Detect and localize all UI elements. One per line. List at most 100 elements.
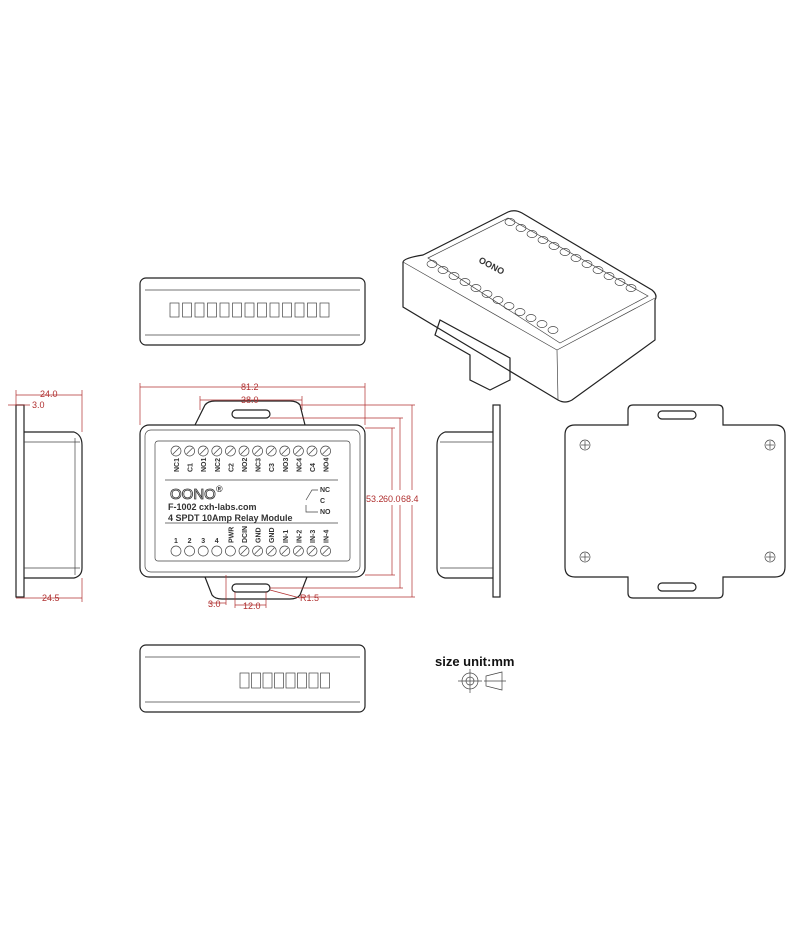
projection-symbol-icon — [458, 669, 506, 693]
iso-terminal — [547, 326, 559, 334]
iso-terminal — [426, 260, 438, 268]
terminal: PWR — [225, 527, 236, 557]
right-side-view — [436, 404, 501, 598]
iso-terminal — [570, 254, 582, 262]
terminal-label: GND — [269, 527, 276, 543]
connector-slot — [308, 672, 319, 689]
vent-slot — [319, 302, 330, 318]
brand-logo: OONO — [170, 486, 216, 503]
terminal: IN-1 — [279, 530, 291, 557]
iso-terminal — [614, 278, 626, 286]
terminal-label: NO1 — [201, 458, 208, 473]
dim-tab-offset: 3.0 — [208, 599, 221, 609]
dim-radius: R1.5 — [300, 593, 319, 603]
iso-terminal — [470, 284, 482, 292]
iso-terminal — [525, 314, 537, 322]
iso-terminal — [459, 278, 471, 286]
terminal-label: NO2 — [242, 458, 249, 473]
terminal-label: NO4 — [324, 458, 331, 473]
terminal-screw: C3 — [265, 445, 277, 472]
terminal: DCIN — [238, 526, 250, 557]
vent-slot — [294, 302, 305, 318]
legend-c: C — [320, 498, 325, 505]
iso-terminal — [514, 308, 526, 316]
terminal-label: NC4 — [296, 458, 303, 472]
screw-icon — [579, 439, 591, 451]
terminal-label: GND — [256, 527, 263, 543]
terminal-screw: NC4 — [293, 445, 304, 472]
iso-terminal — [537, 236, 549, 244]
vent-slot — [269, 302, 280, 318]
led-label: 1 — [174, 538, 178, 545]
connector-slot — [285, 672, 296, 689]
terminal-label: NO3 — [283, 458, 290, 473]
terminal: 3 — [197, 538, 209, 557]
iso-terminal — [448, 272, 460, 280]
led-label: 4 — [215, 538, 219, 545]
bottom-elevation-view — [139, 644, 366, 713]
iso-terminal — [603, 272, 615, 280]
iso-terminal — [481, 290, 493, 298]
terminal-label: NC2 — [215, 458, 222, 472]
terminal-label: C3 — [269, 463, 276, 472]
iso-terminal — [503, 302, 515, 310]
screw-icon — [764, 439, 776, 451]
terminal-label: IN-1 — [283, 530, 290, 543]
vent-slot — [169, 302, 180, 318]
vent-slot — [219, 302, 230, 318]
legend-no: NO — [320, 509, 331, 516]
vent-slot — [207, 302, 217, 318]
connector-slot — [297, 672, 307, 689]
led-label: 2 — [188, 538, 192, 545]
iso-terminal — [625, 284, 637, 292]
dim-flange-thickness: 3.0 — [32, 400, 45, 410]
vent-slot — [244, 302, 255, 318]
iso-terminal — [592, 266, 604, 274]
dim-side-depth-top: 24.0 — [40, 389, 58, 399]
iso-terminal — [515, 224, 527, 232]
vent-slot — [232, 302, 242, 318]
terminal-label: NC1 — [174, 458, 181, 472]
led-label: 3 — [201, 538, 205, 545]
terminal-label: IN-3 — [310, 530, 317, 543]
dim-tab-width: 38.0 — [241, 395, 259, 405]
top-elevation-view — [139, 277, 366, 346]
module-description: 4 SPDT 10Amp Relay Module — [168, 513, 293, 523]
connector-slot — [262, 672, 273, 689]
terminal: GND — [265, 527, 277, 557]
iso-terminal — [526, 230, 538, 238]
iso-terminal — [559, 248, 571, 256]
terminal-screw: NO3 — [279, 445, 291, 473]
terminal: IN-2 — [293, 530, 304, 557]
screw-icon — [579, 551, 591, 563]
iso-terminal — [492, 296, 504, 304]
terminal: 1 — [170, 538, 182, 557]
isometric-view: OONO — [402, 210, 657, 403]
iso-terminal — [536, 320, 548, 328]
terminal-label: PWR — [228, 527, 235, 543]
terminal: IN-4 — [320, 530, 331, 557]
iso-terminal — [504, 218, 516, 226]
legend-nc: NC — [320, 487, 330, 494]
terminal: GND — [252, 527, 263, 557]
iso-brand-text: OONO — [477, 255, 506, 277]
terminal-label: C1 — [188, 463, 195, 472]
dim-overall-width: 81.2 — [241, 382, 259, 392]
registered-mark: ® — [216, 484, 223, 494]
terminal-label: C4 — [310, 463, 317, 472]
terminal-screw: C4 — [306, 445, 318, 472]
terminal-screw: C1 — [184, 445, 195, 472]
model-line: F-1002 cxh-labs.com — [168, 502, 257, 512]
vent-slot — [307, 302, 317, 318]
terminal-label: DCIN — [242, 526, 249, 543]
screw-icon — [764, 551, 776, 563]
terminal-screw: NC2 — [211, 445, 223, 472]
dim-height-with-slots: 60.0 — [383, 494, 401, 504]
back-view — [564, 404, 786, 599]
terminal: IN-3 — [306, 530, 318, 557]
terminal-screw: C2 — [225, 445, 236, 472]
terminal-label: IN-2 — [296, 530, 303, 543]
terminal: 2 — [184, 538, 195, 557]
terminal-screw: NC1 — [170, 445, 182, 472]
